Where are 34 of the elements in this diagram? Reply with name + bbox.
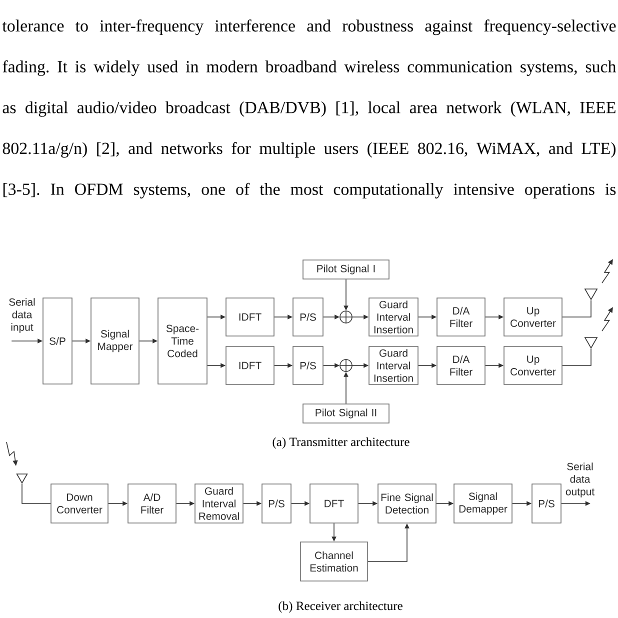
process-box: Space-Time Coded	[158, 298, 208, 384]
process-box: Guard Interval Removal	[194, 484, 244, 524]
process-box: DFT	[310, 484, 358, 524]
process-box: Up Converter	[504, 298, 562, 336]
figure-caption: (a) Transmitter architecture	[272, 437, 410, 449]
figure-caption: (b) Receiver architecture	[278, 601, 402, 613]
process-box: Signal Mapper	[90, 298, 140, 384]
process-box: A/D Filter	[128, 484, 176, 524]
process-box: Channel Estimation	[300, 542, 368, 582]
process-box: P/S	[292, 346, 324, 385]
summing-circle	[339, 310, 353, 324]
process-box: D/A Filter	[436, 346, 486, 385]
edge-label: Serial data input	[9, 298, 35, 333]
process-box: IDFT	[226, 346, 274, 385]
arrow	[562, 348, 592, 366]
process-box: Signal Demapper	[454, 484, 512, 524]
process-box: Down Converter	[50, 484, 108, 524]
process-box: P/S	[532, 484, 562, 524]
arrow	[562, 300, 592, 318]
process-box: S/P	[42, 298, 72, 384]
process-box: P/S	[292, 298, 324, 336]
process-box: D/A Filter	[436, 298, 486, 336]
process-box: IDFT	[226, 298, 274, 336]
process-box: P/S	[262, 484, 292, 524]
process-box: Pilot Signal II	[302, 404, 390, 424]
summing-circle	[339, 358, 353, 372]
body-text: tolerance to inter-frequency interference and robustness against frequency-selective fading. It is widely used in modern broadband wireless communication systems, such as digital audio/video broadcast (DAB/DVB) [1], local area network (WLAN, IEEE 802.11a/g/n) [2], and networks for multiple users (IEEE 802.16, WiMAX, and LTE) [3-5]. In OFDM systems, one of the most computationally intensive operations is	[2, 20, 616, 198]
process-box: Pilot Signal I	[302, 260, 390, 280]
process-box: Guard Interval Insertion	[368, 346, 418, 385]
edge-label: Serial data output	[566, 462, 594, 498]
arrow	[22, 483, 51, 504]
process-box: Guard Interval Insertion	[368, 298, 418, 336]
process-box: Fine Signal Detection	[378, 484, 436, 524]
process-box: Up Converter	[504, 346, 562, 385]
